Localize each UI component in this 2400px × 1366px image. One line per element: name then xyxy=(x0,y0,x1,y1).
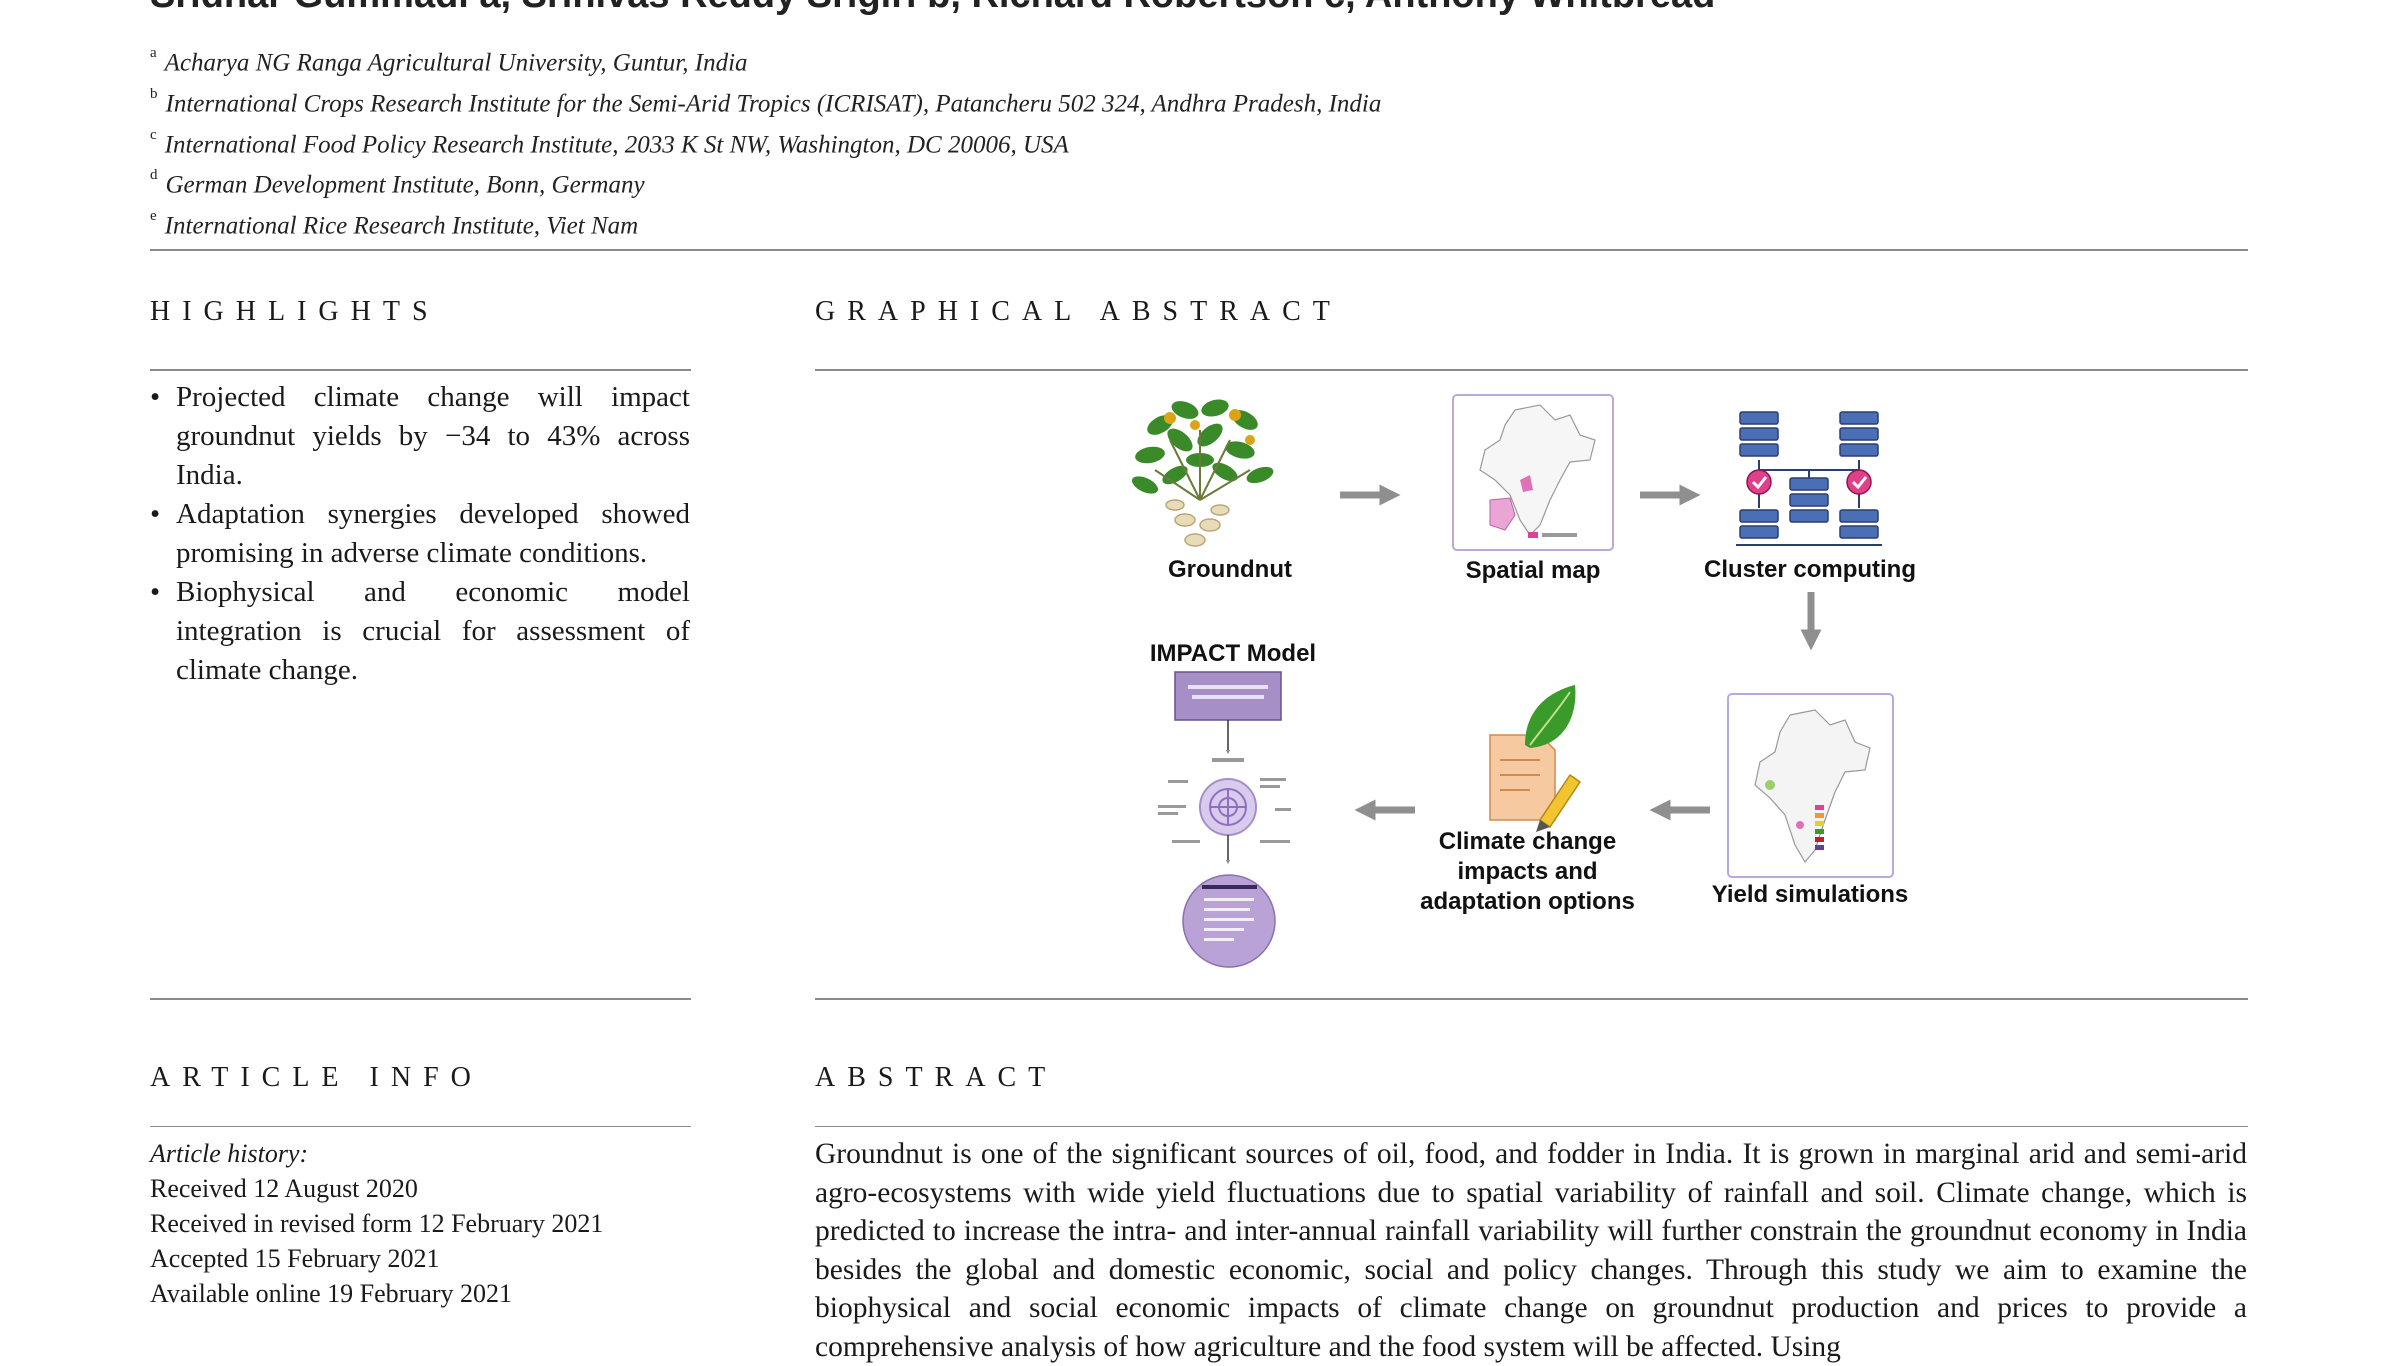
graphical-abstract-divider xyxy=(815,369,2248,371)
graphical-abstract-figure xyxy=(1131,394,1894,968)
highlights-divider xyxy=(150,369,691,371)
graphical-abstract-bottom-divider xyxy=(815,998,2248,1000)
label-climate-change: Climate change impacts and adaptation op… xyxy=(1420,828,1635,915)
abstract-title: ABSTRACT xyxy=(815,1062,1058,1093)
climate-adaptation-icon xyxy=(1489,685,1582,832)
highlights-bottom-divider xyxy=(150,998,691,1000)
highlight-item: Projected climate change will impact gro… xyxy=(150,378,690,495)
history-accepted: Accepted 15 February 2021 xyxy=(150,1244,440,1273)
label-spatial-map: Spatial map xyxy=(1465,557,1601,584)
label-groundnut: Groundnut xyxy=(1168,556,1292,583)
abstract-text: Groundnut is one of the significant sour… xyxy=(815,1138,2247,1363)
history-received: Received 12 August 2020 xyxy=(150,1174,418,1203)
label-impact-model: IMPACT Model xyxy=(1149,640,1317,667)
article-info: Article history: Received 12 August 2020… xyxy=(150,1136,690,1311)
server-cluster-icon xyxy=(1736,411,1882,546)
highlights-list: Projected climate change will impact gro… xyxy=(150,378,690,690)
header-divider xyxy=(150,249,2248,251)
label-cluster-computing: Cluster computing xyxy=(1703,556,1916,583)
spatial-map-icon xyxy=(1452,394,1614,551)
highlights-title: HIGHLIGHTS xyxy=(150,296,440,327)
authors-line: Sridhar Gummadi a, Srinivas Reddy Srigir… xyxy=(150,0,1715,17)
label-yield-simulations: Yield simulations xyxy=(1711,881,1909,908)
article-info-title: ARTICLE INFO xyxy=(150,1062,483,1093)
history-revised: Received in revised form 12 February 202… xyxy=(150,1209,604,1238)
highlight-item: Adaptation synergies developed showed pr… xyxy=(150,495,690,573)
highlight-item: Biophysical and economic model integrati… xyxy=(150,573,690,690)
yield-map-icon xyxy=(1727,693,1894,878)
abstract-divider xyxy=(815,1126,2248,1127)
graphical-abstract-title: GRAPHICAL ABSTRACT xyxy=(815,296,1342,327)
article-info-divider xyxy=(150,1126,691,1127)
groundnut-plant-icon xyxy=(1131,399,1274,547)
history-online: Available online 19 February 2021 xyxy=(150,1279,512,1308)
impact-model-icon xyxy=(1158,671,1291,968)
article-history-label: Article history: xyxy=(150,1139,309,1168)
